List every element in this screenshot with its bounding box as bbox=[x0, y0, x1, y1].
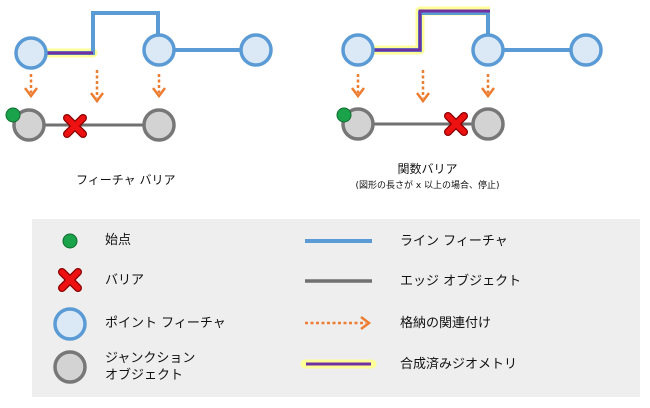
association-arrow bbox=[481, 74, 495, 99]
legend-start-point-label: 始点 bbox=[105, 233, 132, 248]
feature-barrier-title: フィーチャ バリア bbox=[76, 173, 176, 187]
point-feature bbox=[142, 33, 176, 67]
aggregated-geometry-halo bbox=[358, 6, 490, 55]
function-barrier-title: 関数バリア bbox=[397, 162, 458, 176]
legend-junction-object-label: ジャンクション オブジェクト bbox=[105, 351, 196, 383]
association-arrow-icon bbox=[305, 316, 372, 330]
junction-object-icon bbox=[53, 350, 87, 384]
legend-symbols bbox=[53, 233, 377, 384]
start-point-icon bbox=[5, 107, 21, 123]
legend: 始点 バリア ポイント フィーチャ ジャンクション オブジェクト ライン フィー… bbox=[32, 219, 640, 397]
junction-object bbox=[471, 107, 505, 141]
legend-line-feature-label: ライン フィーチャ bbox=[400, 234, 508, 249]
function-barrier-diagram bbox=[336, 6, 603, 141]
association-arrow bbox=[416, 70, 430, 104]
point-feature bbox=[341, 33, 375, 67]
junction-object bbox=[12, 108, 46, 142]
point-feature bbox=[239, 33, 273, 67]
feature-barrier-diagram bbox=[5, 11, 273, 142]
point-feature bbox=[14, 36, 48, 70]
junction-object bbox=[142, 108, 176, 142]
point-feature bbox=[569, 33, 603, 67]
association-arrow bbox=[90, 70, 104, 104]
start-point-icon bbox=[336, 107, 352, 123]
point-feature-icon bbox=[53, 307, 87, 341]
legend-edge-object-label: エッジ オブジェクト bbox=[400, 274, 522, 289]
legend-association-label: 格納の関連付け bbox=[400, 316, 492, 331]
barrier-icon bbox=[444, 112, 468, 136]
aggregated-geometry-line bbox=[372, 9, 490, 52]
association-arrow bbox=[24, 74, 38, 99]
legend-aggregated-geometry-label: 合成済みジオメトリ bbox=[400, 357, 518, 372]
point-feature bbox=[471, 33, 505, 67]
function-barrier-subtitle: (図形の長さが x 以上の場合、停止) bbox=[355, 181, 500, 191]
line-feature bbox=[358, 11, 586, 52]
association-arrow bbox=[351, 74, 365, 99]
start-point-icon bbox=[62, 233, 78, 249]
barrier-icon bbox=[63, 114, 87, 138]
association-arrow bbox=[152, 74, 166, 99]
legend-point-feature-label: ポイント フィーチャ bbox=[105, 316, 226, 331]
barrier-icon bbox=[58, 268, 82, 292]
legend-barrier-label: バリア bbox=[105, 273, 145, 288]
